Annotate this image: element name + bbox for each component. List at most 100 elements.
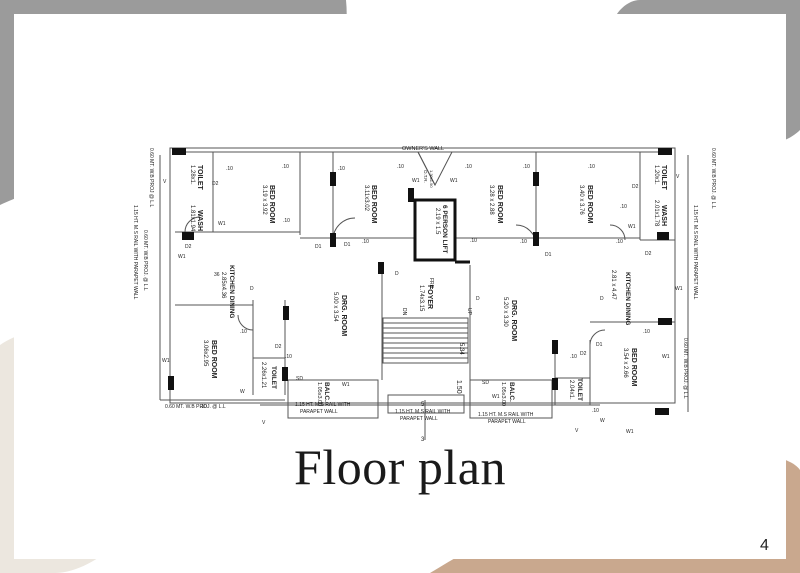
lift-shaft [413, 198, 457, 262]
window-tag: W1 [675, 286, 683, 292]
owners-wall-label: OWNER'S WALL [402, 146, 444, 152]
door-tag: D [250, 286, 254, 292]
room-dim: 2.26x1.21 [260, 362, 266, 389]
room-dim: 2.01x1.78 [653, 200, 659, 227]
door-swing [184, 216, 201, 233]
room-label-balcony: BALC. [323, 382, 330, 402]
column [330, 233, 336, 247]
window-tag: W1 [450, 178, 458, 184]
room-dim: 1.20x1. [653, 165, 659, 185]
room-dim: 3.54 x 2.66 [622, 348, 628, 378]
dimension-tag: .10 [620, 204, 627, 210]
door-swing [609, 224, 626, 241]
dimension-tag: .10 [616, 239, 623, 245]
dimension-tag: .10 [470, 238, 477, 244]
dimension-tag: .10 [397, 164, 404, 170]
dimension-tag: .10 [200, 404, 207, 410]
balcony-mid [387, 394, 465, 414]
vent-tag: V [163, 179, 167, 185]
page-number: 4 [760, 537, 769, 554]
column [658, 148, 672, 155]
room-label-bedroom: BED ROOM [370, 185, 377, 224]
sliding-door-tag: SD [482, 380, 489, 386]
column [655, 408, 669, 415]
door-tag: D [600, 296, 604, 302]
room-dim: 2.19 x 1.5 [434, 208, 440, 235]
door-tag: D1 [344, 242, 351, 248]
column [168, 376, 174, 390]
room-label-wash: WASH [196, 210, 203, 231]
dimension-tag: .10 [465, 164, 472, 170]
stair-down-tag: DN [401, 308, 407, 316]
door-tag: D2 [632, 184, 639, 190]
rail-label: 1.15 HT. M.S RAIL WITH [295, 402, 351, 408]
room-label-balcony: BALC. [508, 382, 515, 402]
column [658, 318, 672, 325]
dimension-tag: .10 [338, 166, 345, 172]
door-swing [332, 217, 356, 241]
dimension-tag: .10 [240, 329, 247, 335]
room-dim: 3.06x2.95 [202, 340, 208, 367]
dimension-tag: 5 [421, 402, 425, 408]
door-tag: D2 [645, 251, 652, 257]
room-label-bedroom: BED ROOM [496, 185, 503, 224]
sliding-door-tag: SD [296, 376, 303, 382]
column [330, 172, 336, 186]
room-dim: 2.81 x 4.47 [610, 270, 616, 300]
rail-label: 1.15 HT. M.S RAIL WITH [478, 412, 534, 418]
fire-door-tag: FRD [428, 278, 434, 289]
room-label-drawing: DRG. ROOM [340, 295, 347, 336]
room-dim: 1.28x1. [189, 165, 195, 185]
column [533, 232, 539, 246]
window-tag: W1 [178, 254, 186, 260]
window-tag: W [600, 418, 605, 424]
dimension-tag: 5.34 [458, 343, 464, 355]
column [552, 378, 558, 390]
column [657, 232, 669, 240]
proj-label: 0.60 MT. W.B PROJ. @ L.L [165, 404, 226, 410]
window-tag: W1 [662, 354, 670, 360]
column [378, 262, 384, 274]
window-tag: W1 [162, 358, 170, 364]
dimension-tag: .10 [282, 164, 289, 170]
door-tag: D2 [580, 351, 587, 357]
content-card [14, 14, 786, 559]
room-dim: 3.40 x 3.76 [578, 185, 584, 215]
room-dim: 5.00 x 3.54 [332, 292, 338, 322]
balcony-left [287, 379, 379, 419]
dimension-tag: .10 [285, 354, 292, 360]
otr-label: O.T.R. [423, 170, 428, 183]
door-tag: D [476, 296, 480, 302]
room-label-bedroom: BED ROOM [210, 340, 217, 379]
room-dim: 3.19 x 3.92 [261, 185, 267, 215]
dimension-tag: 36 [214, 272, 220, 278]
window-tag: W1 [342, 382, 350, 388]
room-label-toilet: TOILET [576, 378, 583, 401]
dimension-tag: .10 [592, 408, 599, 414]
window-tag: W1 [628, 224, 636, 230]
room-dim: 2.85x4.36 [220, 272, 226, 299]
dimension-tag: 3 [421, 437, 425, 443]
dimension-tag: .10 [283, 218, 290, 224]
dimension-tag: .10 [570, 354, 577, 360]
window-tag: W1 [412, 178, 420, 184]
dimension-tag: .10 [226, 166, 233, 172]
proj-label: 0.60 MT. W.B PROJ. @ L.L [682, 338, 688, 399]
lift-label: 6 PERSON LIFT [441, 205, 448, 253]
door-swing [589, 329, 606, 346]
window-tag: W1 [626, 429, 634, 435]
room-dim: 1.74x3.15 [418, 285, 424, 312]
room-dim: 1.81x1.94 [189, 205, 195, 232]
room-label-drawing: DRG. ROOM [510, 300, 517, 341]
door-tag: D2 [185, 244, 192, 250]
window-tag: W1 [492, 394, 500, 400]
dimension-tag: .10 [520, 239, 527, 245]
room-dim: 3.11x3.02 [363, 185, 369, 212]
room-label-bedroom: BED ROOM [586, 185, 593, 224]
proj-label: 0.60 MT. W.B PROJ. @ L.L [142, 230, 148, 291]
room-label-toilet: TOILET [660, 165, 667, 190]
dimension-tag: .10 [588, 164, 595, 170]
column [182, 232, 194, 240]
